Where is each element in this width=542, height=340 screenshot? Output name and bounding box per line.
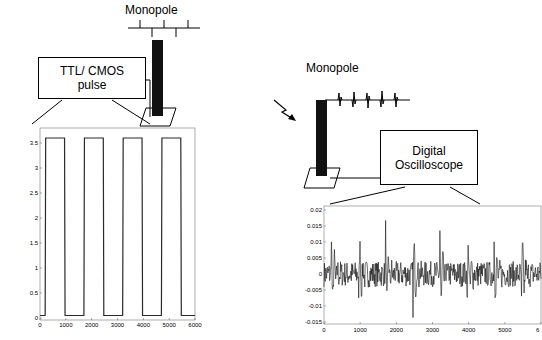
zoom-line [32,100,62,124]
axis-value: 0 [319,271,322,277]
axis-tick [468,322,469,324]
axis-tick [195,318,196,320]
axis-value: 0.005 [307,255,322,261]
axis-value: 4000 [137,322,150,328]
axis-tick [40,318,42,319]
received-signal [325,91,410,108]
square-wave-plot [40,128,195,320]
box-label: Digital Oscilloscope [386,144,472,172]
axis-tick [396,322,397,324]
axis-value: 1 [35,265,38,271]
axis-value: 0.015 [307,223,322,229]
axis-tick [143,318,144,320]
axis-tick [91,318,92,320]
axis-value: 6000 [188,322,201,328]
axis-value: 0 [35,315,38,321]
axis-value: 5000 [498,327,511,333]
axis-tick [40,293,42,294]
axis-tick [40,193,42,194]
axis-value: 3000 [111,322,124,328]
axis-tick [40,318,41,320]
axis-value: 0.5 [30,290,38,296]
monopole-label: Monopole [125,4,178,16]
axis-value: -0.015 [305,319,322,325]
axis-value: 3.5 [30,140,38,146]
axis-value: 2 [35,215,38,221]
axis-tick [40,268,42,269]
axis-value: 3000 [426,327,439,333]
pulse-source-box: TTL/ CMOS pulse [38,57,146,99]
axis-value: 2000 [85,322,98,328]
monopole-label: Monopole [306,62,359,74]
axis-tick [324,322,325,324]
wireless-link-arrow [274,100,296,121]
oscilloscope-box: Digital Oscilloscope [380,130,478,185]
box-label: TTL/ CMOS pulse [44,64,140,92]
axis-tick [324,322,326,323]
axis-value: 6 [536,327,539,333]
axis-value: 1000 [353,327,366,333]
feed-wire [146,80,150,117]
axis-tick [324,274,326,275]
axis-tick [360,322,361,324]
axis-tick [432,322,433,324]
axis-tick [40,243,42,244]
axis-value: 1.5 [30,240,38,246]
axis-tick [504,322,505,324]
axis-tick [40,168,42,169]
axis-tick [40,143,42,144]
axis-value: 0.02 [310,207,322,213]
axis-tick [324,290,326,291]
feed-wire [330,178,380,179]
axis-value: 4000 [462,327,475,333]
axis-value: -0.01 [308,303,322,309]
axis-tick [324,210,326,211]
axis-value: -0.005 [305,287,322,293]
pulse-signal [128,20,200,37]
axis-tick [324,258,326,259]
axis-tick [117,318,118,320]
axis-value: 2.5 [30,190,38,196]
axis-value: 2000 [390,327,403,333]
axis-tick [169,318,170,320]
zoom-line [330,187,405,204]
axis-value: 3 [35,165,38,171]
axis-value: 0.01 [310,239,322,245]
axis-tick [40,218,42,219]
axis-value: 0 [322,327,325,333]
zoom-line [112,100,150,124]
axis-value: 0 [38,322,41,328]
axis-value: 5000 [162,322,175,328]
axis-tick [324,226,326,227]
axis-tick [65,318,66,320]
axis-tick [324,242,326,243]
axis-tick [324,306,326,307]
zoom-line [450,187,480,204]
monopole-antenna [152,40,163,116]
noise-plot [324,206,541,324]
axis-value: 1000 [59,322,72,328]
monopole-antenna [316,100,327,176]
axis-tick [541,322,542,324]
